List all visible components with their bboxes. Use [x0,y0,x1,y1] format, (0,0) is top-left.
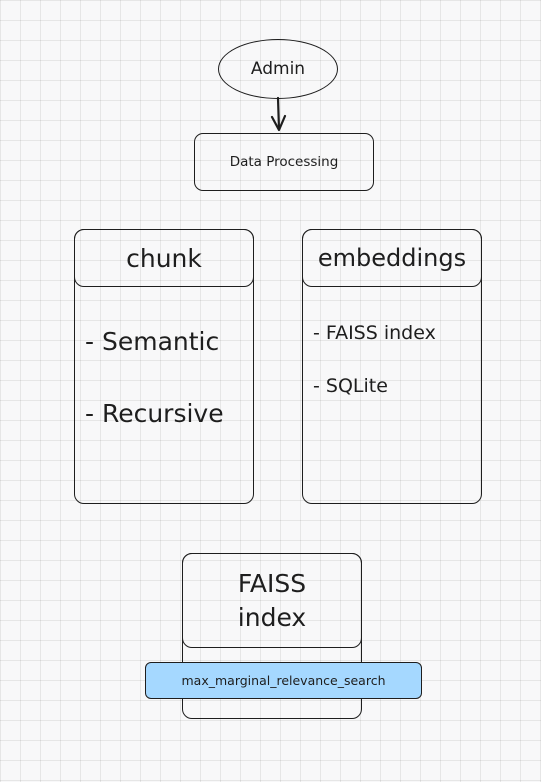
faiss-index-header: FAISS index [182,553,362,648]
admin-label: Admin [250,59,306,79]
embeddings-header: embeddings [302,229,482,287]
mmr-search-method[interactable]: max_marginal_relevance_search [145,662,422,699]
data-processing-node[interactable]: Data Processing [194,133,374,191]
embeddings-item-sqlite: - SQLite [313,375,388,397]
chunk-item-semantic: - Semantic [85,327,220,356]
chunk-header: chunk [74,229,254,287]
chunk-title: chunk [126,243,202,273]
faiss-title-line2: index [237,602,307,632]
chunk-item-recursive: - Recursive [85,399,224,428]
mmr-search-label: max_marginal_relevance_search [181,673,386,688]
embeddings-item-faiss: - FAISS index [313,322,436,344]
embeddings-title: embeddings [317,244,467,272]
data-processing-label: Data Processing [229,154,339,170]
faiss-title-line1: FAISS [237,568,307,598]
